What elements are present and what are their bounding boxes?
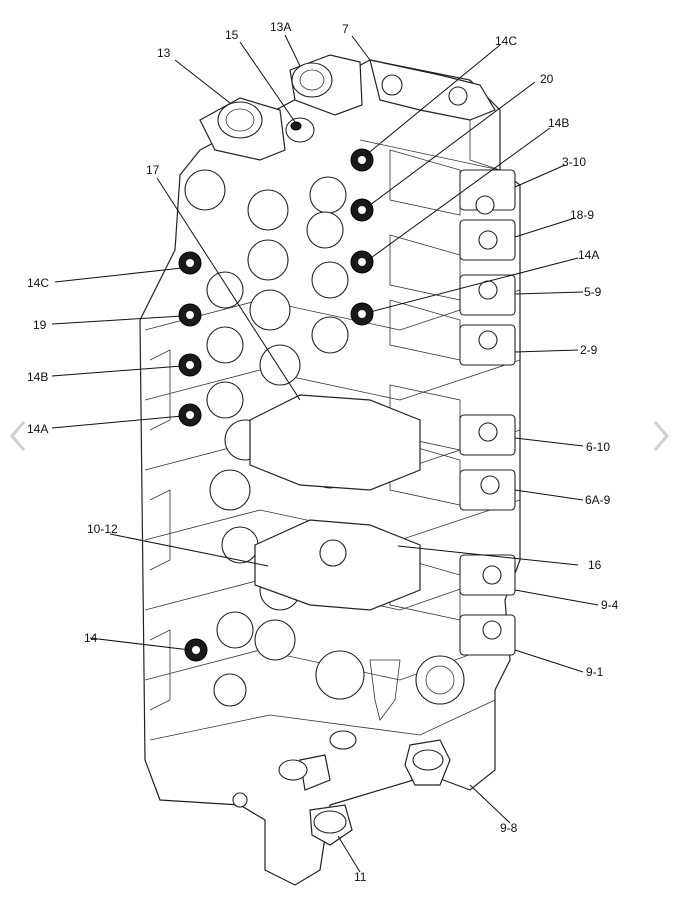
valve-body-drawing — [139, 54, 521, 886]
label-13a: 13A — [270, 20, 291, 34]
label-9-8: 9-8 — [500, 821, 518, 835]
label-14c-left: 14C — [27, 276, 49, 290]
label-19: 19 — [33, 318, 47, 332]
label-16: 16 — [588, 558, 602, 572]
leader-lines — [51, 34, 599, 873]
label-7: 7 — [342, 22, 349, 36]
label-13: 13 — [157, 46, 171, 60]
chevron-right-icon[interactable] — [653, 421, 669, 451]
label-2-9: 2-9 — [580, 343, 598, 357]
label-14b-left: 14B — [27, 370, 48, 384]
label-14: 14 — [84, 631, 98, 645]
label-3-10: 3-10 — [562, 155, 586, 169]
chevron-left-icon[interactable] — [10, 421, 26, 451]
label-11: 11 — [354, 870, 367, 884]
label-9-1: 9-1 — [586, 665, 604, 679]
label-18-9: 18-9 — [570, 208, 594, 222]
label-20: 20 — [540, 72, 554, 86]
label-14c-top: 14C — [495, 34, 517, 48]
label-9-4: 9-4 — [601, 598, 619, 612]
label-10-12: 10-12 — [87, 522, 118, 536]
label-6a-9: 6A-9 — [585, 493, 611, 507]
label-5-9: 5-9 — [584, 285, 602, 299]
label-14a-left: 14A — [27, 422, 48, 436]
label-17: 17 — [146, 163, 160, 177]
callout-labels: 13 15 13A 7 14C 20 14B 3-10 17 18-9 14A … — [27, 20, 619, 884]
label-14a-right: 14A — [578, 248, 599, 262]
label-6-10: 6-10 — [586, 440, 610, 454]
label-14b-right: 14B — [548, 116, 569, 130]
label-15: 15 — [225, 28, 239, 42]
